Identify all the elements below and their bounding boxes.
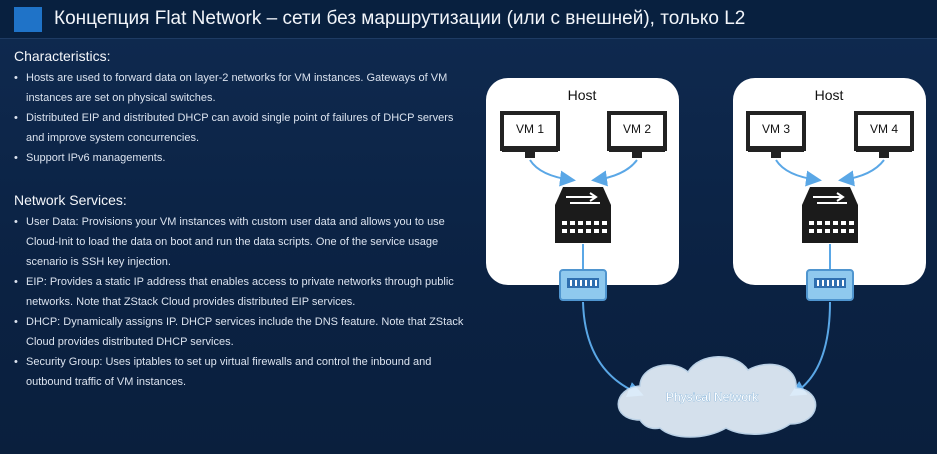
vm-2-label: VM 2 xyxy=(623,122,651,136)
host-2: Host VM 3 VM 4 xyxy=(733,78,926,285)
switch-icon xyxy=(555,187,611,243)
network-services-list: User Data: Provisions your VM instances … xyxy=(12,212,474,392)
characteristics-list: Hosts are used to forward data on layer-… xyxy=(12,68,474,168)
host-1: Host VM 1 VM 2 xyxy=(486,78,679,285)
vm-1-monitor-icon: VM 1 xyxy=(500,111,560,158)
characteristics-heading: Characteristics: xyxy=(14,48,111,64)
host-1-label: Host xyxy=(568,87,597,103)
vm-3-monitor-icon: VM 3 xyxy=(746,111,806,158)
ethernet-port-icon xyxy=(806,269,854,301)
title-bar: Концепция Flat Network – сети без маршру… xyxy=(0,0,937,39)
physical-network-cloud-icon: Physical Network xyxy=(617,356,817,438)
vm-1-label: VM 1 xyxy=(516,122,544,136)
list-item: User Data: Provisions your VM instances … xyxy=(12,212,474,272)
title-accent-block xyxy=(14,7,42,32)
list-item: Distributed EIP and distributed DHCP can… xyxy=(12,108,474,148)
list-item: Support IPv6 managements. xyxy=(12,148,474,168)
list-item: EIP: Provides a static IP address that e… xyxy=(12,272,474,312)
vm-3-label: VM 3 xyxy=(762,122,790,136)
text-column: Characteristics: Hosts are used to forwa… xyxy=(12,44,474,392)
vm-4-monitor-icon: VM 4 xyxy=(854,111,914,158)
slide-title: Концепция Flat Network – сети без маршру… xyxy=(54,8,746,29)
network-services-heading: Network Services: xyxy=(14,192,127,208)
ethernet-port-icon xyxy=(559,269,607,301)
list-item: Hosts are used to forward data on layer-… xyxy=(12,68,474,108)
vm-4-label: VM 4 xyxy=(870,122,898,136)
switch-icon xyxy=(802,187,858,243)
list-item: DHCP: Dynamically assigns IP. DHCP servi… xyxy=(12,312,474,352)
host-2-label: Host xyxy=(815,87,844,103)
vm-2-monitor-icon: VM 2 xyxy=(607,111,667,158)
list-item: Security Group: Uses iptables to set up … xyxy=(12,352,474,392)
physical-network-label: Physical Network xyxy=(666,390,759,404)
